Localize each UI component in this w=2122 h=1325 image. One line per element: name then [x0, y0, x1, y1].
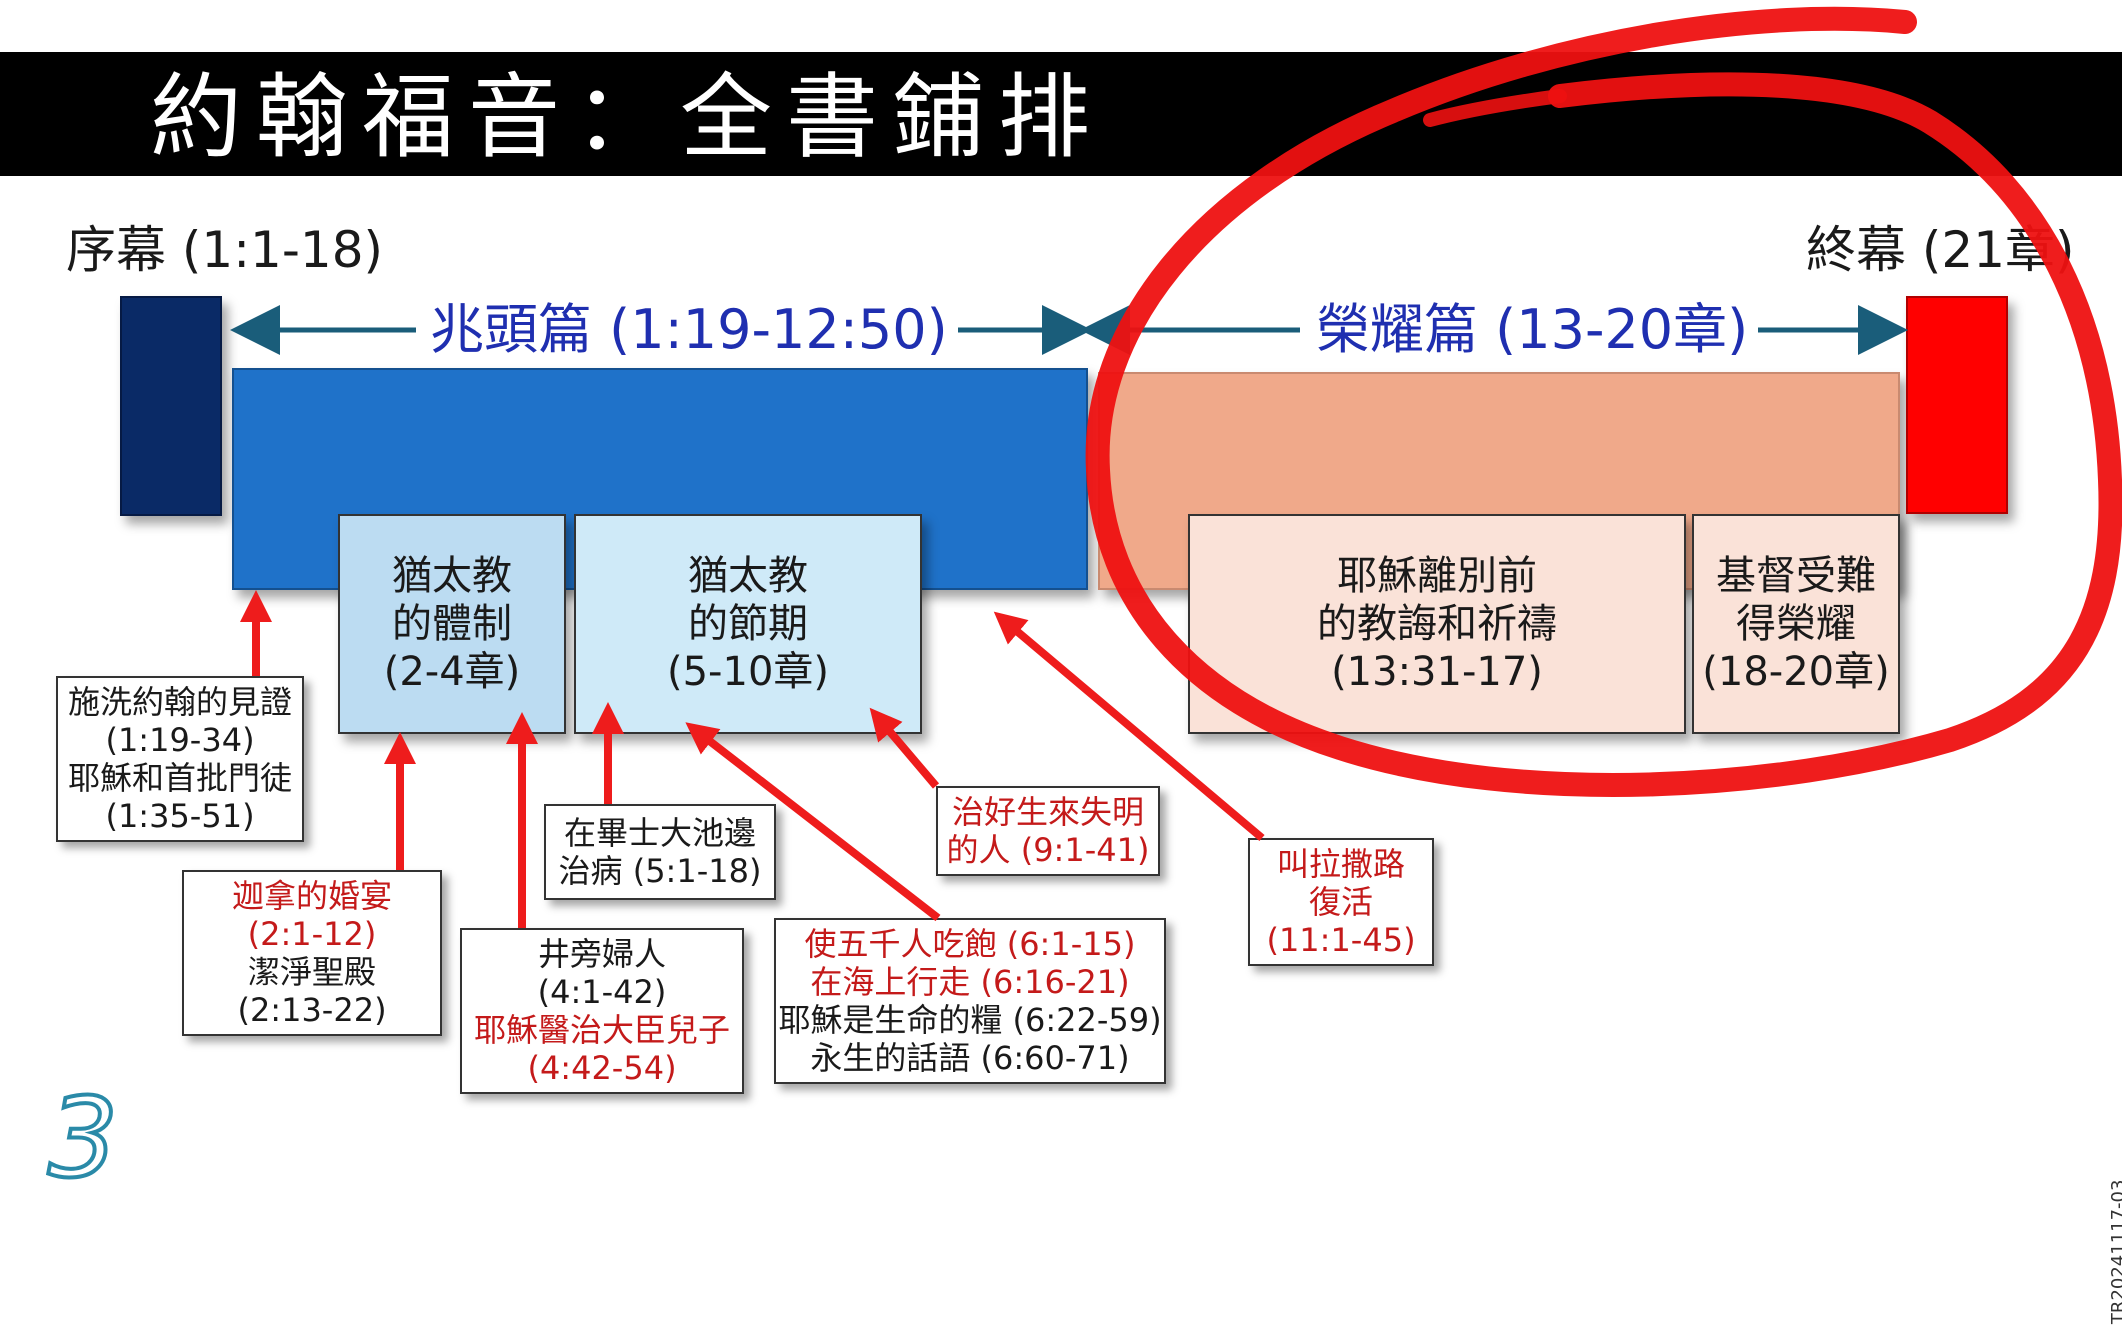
red-circle-highlight	[1085, 6, 2122, 797]
glory-section-label: 榮耀篇 (13-20章)	[1306, 298, 1759, 362]
note-cana-wedding: 迦拿的婚宴(2:1-12)潔淨聖殿(2:13-22)	[182, 870, 442, 1036]
farewell-discourse-block: 耶穌離別前的教誨和祈禱(13:31-17)	[1188, 514, 1686, 734]
page-number: 3	[48, 1074, 118, 1194]
note-feeding-five-thousand: 使五千人吃飽 (6:1-15)在海上行走 (6:16-21)耶穌是生命的糧 (6…	[774, 918, 1166, 1084]
arrow-bread	[685, 722, 941, 922]
jewish-festivals-block: 猶太教的節期(5-10章)	[574, 514, 922, 734]
page-title: 約翰福音：全書鋪排	[150, 64, 1105, 171]
diagram-overlay: 3	[46, 6, 2122, 1194]
note-man-born-blind: 治好生來失明的人 (9:1-41)	[936, 786, 1160, 876]
jewish-system-block: 猶太教的體制(2-4章)	[338, 514, 566, 734]
note-lazarus: 叫拉撒路復活(11:1-45)	[1248, 838, 1434, 966]
title-bar	[0, 52, 2122, 176]
arrow-blind	[869, 707, 940, 789]
epilogue-block	[1906, 296, 2008, 514]
prologue-label: 序幕 (1:1-18)	[66, 221, 384, 279]
pointer-arrows	[240, 590, 1265, 928]
note-woman-at-well: 井旁婦人(4:1-42)耶穌醫治大臣兒子(4:42-54)	[460, 928, 744, 1094]
note-pool-bethesda: 在畢士大池邊治病 (5:1-18)	[544, 804, 776, 900]
signs-section-label: 兆頭篇 (1:19-12:50)	[420, 298, 958, 362]
passion-glory-block: 基督受難得榮耀(18-20章)	[1692, 514, 1900, 734]
prologue-block	[120, 296, 222, 516]
document-stamp: TR20241117-03	[2108, 1180, 2122, 1325]
arrow-lazarus	[993, 611, 1265, 842]
note-baptist-witness: 施洗約翰的見證(1:19-34)耶穌和首批門徒(1:35-51)	[56, 676, 304, 842]
